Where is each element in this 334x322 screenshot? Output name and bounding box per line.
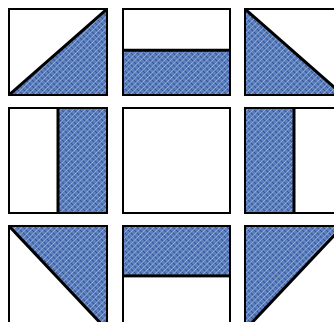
block-bottom-center xyxy=(123,226,230,322)
block-middle-right-fabric xyxy=(245,108,294,213)
block-top-right xyxy=(245,9,334,95)
block-center-background xyxy=(123,108,230,213)
block-top-center xyxy=(123,9,230,95)
block-middle-left-fabric xyxy=(58,108,107,213)
block-bottom-right xyxy=(245,226,334,322)
block-top-left xyxy=(9,9,107,95)
block-middle-left xyxy=(9,108,107,213)
block-top-center-fabric xyxy=(123,50,230,95)
block-center xyxy=(123,108,230,213)
block-middle-right xyxy=(245,108,334,213)
block-bottom-center-fabric xyxy=(123,226,230,276)
block-bottom-left xyxy=(9,226,107,322)
